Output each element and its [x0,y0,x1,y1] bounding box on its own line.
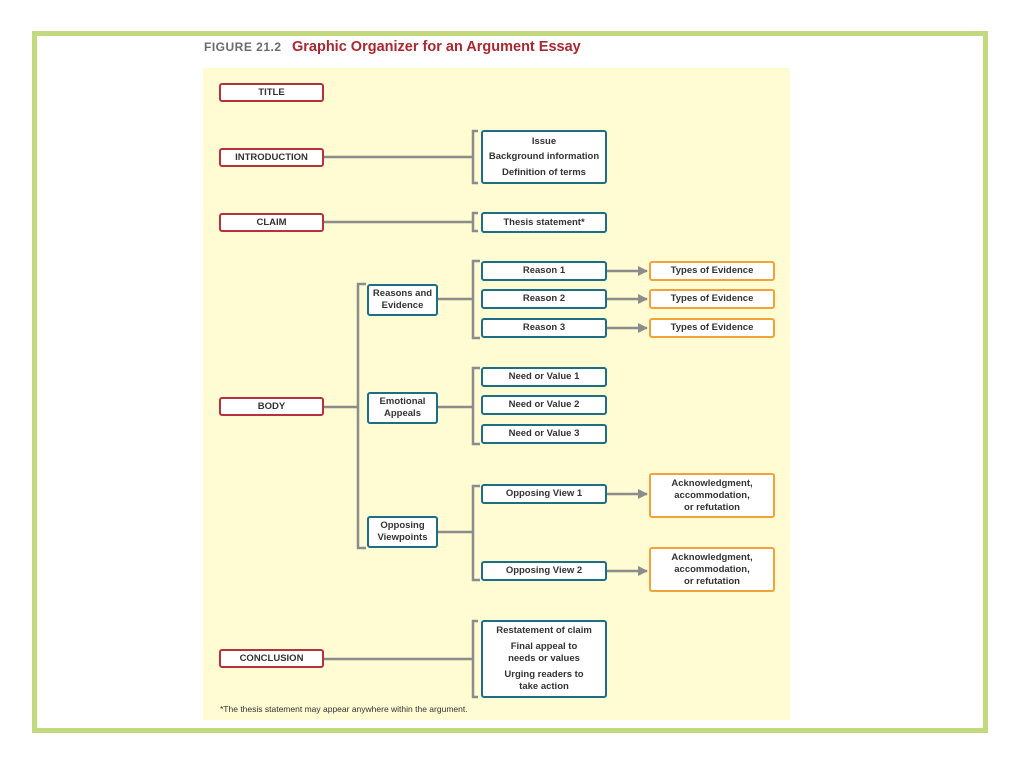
evidence-1-box: Types of Evidence [649,261,775,281]
response-1-box: Acknowledgment,accommodation,or refutati… [649,473,775,518]
conclusion-bracket [471,619,478,699]
need-1-box: Need or Value 1 [481,367,607,387]
intro-issue: Issue [531,135,557,147]
evidence-2-box: Types of Evidence [649,289,775,309]
introduction-box: INTRODUCTION [219,148,324,167]
reason-1-box: Reason 1 [481,261,607,281]
title-box: TITLE [219,83,324,102]
reasons-bracket [471,259,480,340]
slide-frame [32,31,988,733]
intro-background: Background information [488,151,600,163]
figure-header: FIGURE 21.2 Graphic Organizer for an Arg… [204,38,581,56]
intro-definitions: Definition of terms [502,166,586,178]
opposing-bracket [471,484,480,582]
emotional-bracket [471,366,480,446]
conclusion-items-box: Restatement of claim Final appeal to nee… [481,620,607,698]
response-2-box: Acknowledgment,accommodation,or refutati… [649,547,775,592]
reason-3-box: Reason 3 [481,318,607,338]
thesis-statement-box: Thesis statement* [481,212,607,233]
conclusion-box: CONCLUSION [219,649,324,668]
claim-box: CLAIM [219,213,324,232]
figure-title: Graphic Organizer for an Argument Essay [291,39,581,55]
need-2-box: Need or Value 2 [481,395,607,415]
figure-number: FIGURE 21.2 [204,40,282,54]
evidence-3-box: Types of Evidence [649,318,775,338]
body-bracket [356,282,366,550]
opposing-view-2-box: Opposing View 2 [481,561,607,581]
reason-2-box: Reason 2 [481,289,607,309]
intro-bracket [471,129,478,185]
body-box: BODY [219,397,324,416]
opposing-view-1-box: Opposing View 1 [481,484,607,504]
footnote: *The thesis statement may appear anywher… [220,704,468,714]
need-3-box: Need or Value 3 [481,424,607,444]
claim-bracket [471,211,478,233]
conclusion-restatement: Restatement of claim [496,625,592,636]
introduction-items-box: Issue Background information Definition … [481,130,607,184]
